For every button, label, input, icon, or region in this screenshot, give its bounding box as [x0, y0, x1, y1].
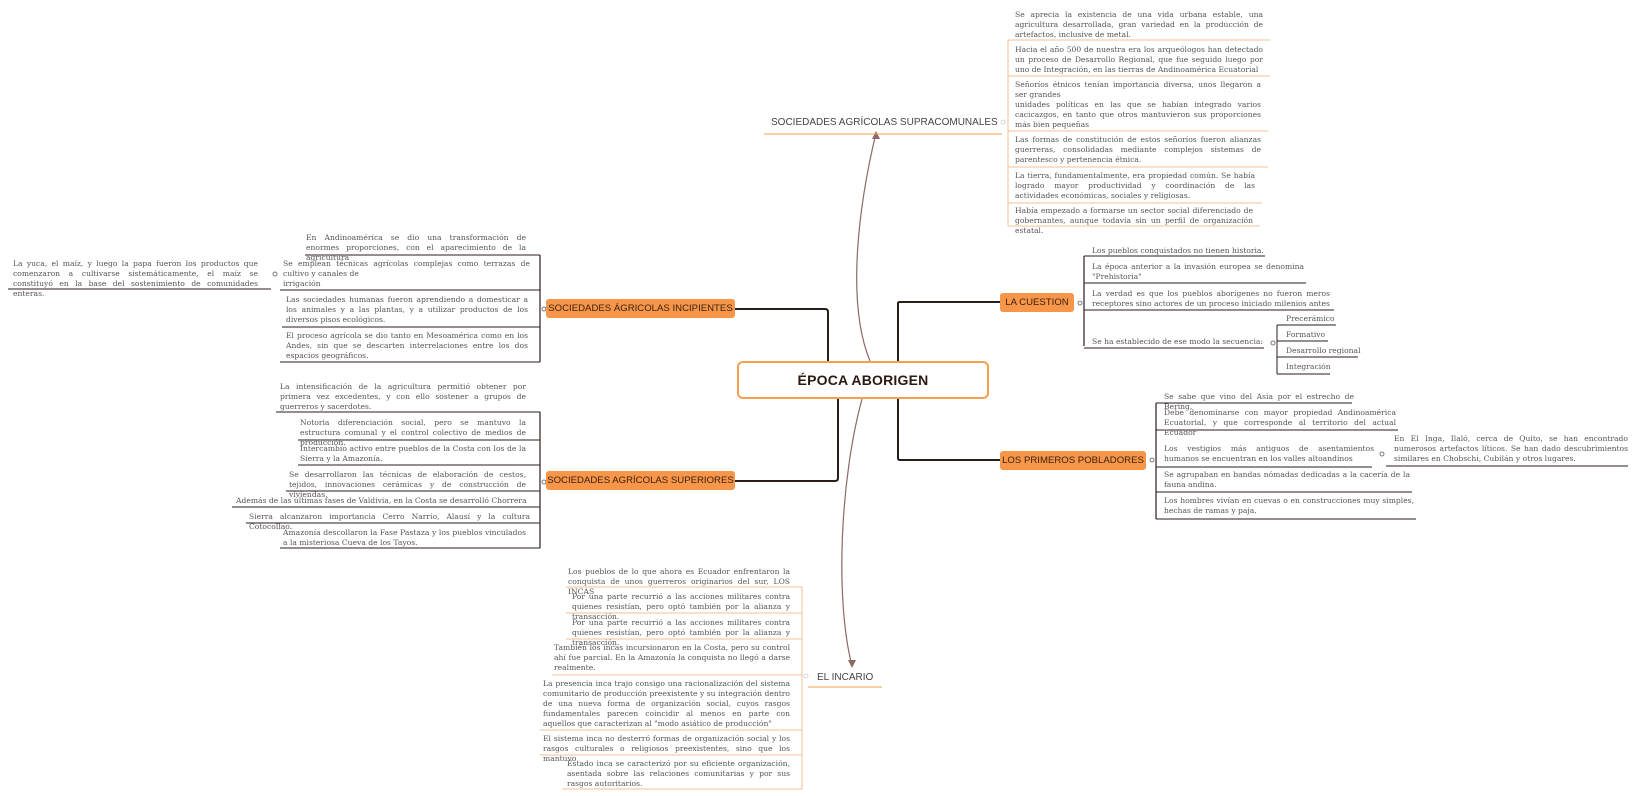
superiores-item-2[interactable]: Notoria diferenciación social, pero se m… [300, 418, 526, 447]
arrow-head-up [872, 131, 880, 139]
superiores-item-7[interactable]: Amazonía descollaron la Fase Pastaza y l… [283, 528, 526, 547]
cuestion-item-4[interactable]: Se ha establecido de ese modo la secuenc… [1092, 337, 1263, 346]
branch-incario[interactable]: EL INCARIO [817, 672, 874, 683]
incario-item-4[interactable]: También los incas incursionaron en la Co… [554, 643, 790, 672]
incario-item-5[interactable]: La presencia inca trajo consigo una raci… [543, 679, 790, 728]
cuestion-item-3[interactable]: La verdad es que los pueblos aborígenes … [1092, 289, 1330, 308]
connector-cuestion [897, 301, 1000, 361]
cuestion-item-2[interactable]: La época anterior a la invasión europea … [1092, 262, 1304, 281]
primeros-item-2[interactable]: Debe denominarse con mayor propiedad And… [1164, 408, 1396, 437]
incario-item-7[interactable]: Estado inca se caracterizó por su eficie… [567, 759, 790, 788]
incipientes-item-2[interactable]: Se emplean técnicas agrícolas complejas … [283, 259, 530, 288]
supracomunales-item-3[interactable]: Señoríos étnicos tenían importancia dive… [1015, 80, 1261, 129]
connector-supracomunales [856, 132, 877, 362]
supracomunales-item-6[interactable]: Había empezado a formarse un sector soci… [1015, 206, 1253, 235]
connector-incario [841, 398, 863, 667]
branch-cuestion[interactable]: LA CUESTION [1000, 293, 1074, 312]
superiores-item-3[interactable]: Intercambio activo entre pueblos de la C… [300, 444, 526, 463]
connector-superiores [735, 399, 839, 482]
cuestion-item-1[interactable]: Los pueblos conquistados no tienen histo… [1092, 246, 1264, 255]
superiores-item-6[interactable]: Sierra alcanzaron importancia Cerro Narr… [249, 512, 530, 531]
superiores-item-1[interactable]: La intensificación de la agricultura per… [280, 382, 526, 411]
supracomunales-item-4[interactable]: Las formas de constitución de estos seño… [1015, 135, 1261, 164]
central-topic[interactable]: ÉPOCA ABORIGEN [737, 361, 989, 399]
supracomunales-item-5[interactable]: La tierra, fundamentalmente, era propied… [1015, 171, 1255, 200]
branch-supracomunales[interactable]: SOCIEDADES AGRÍCOLAS SUPRACOMUNALES [771, 117, 998, 128]
sequence-desarrollo-regional[interactable]: Desarrollo regional [1286, 346, 1361, 355]
branch-superiores[interactable]: SOCIEDADES AGRÍCOLAS SUPERIORES [546, 471, 735, 490]
sequence-preceramico[interactable]: Precerámico [1286, 314, 1335, 323]
superiores-item-5[interactable]: Además de las últimas fases de Valdivia,… [236, 496, 527, 505]
incipientes-item-4[interactable]: El proceso agrícola se dio tanto en Meso… [286, 331, 528, 360]
primeros-detail[interactable]: En El Inga, Ilaló, cerca de Quito, se ha… [1394, 434, 1628, 463]
incario-item-3[interactable]: Por una parte recurrió a las acciones mi… [572, 618, 790, 647]
supracomunales-item-1[interactable]: Se aprecia la existencia de una vida urb… [1015, 10, 1263, 39]
primeros-item-1[interactable]: Se sabe que vino del Asia por el estrech… [1164, 392, 1354, 411]
incario-item-2[interactable]: Por una parte recurrió a las acciones mi… [572, 592, 790, 621]
incipientes-detail[interactable]: La yuca, el maíz, y luego la papa fueron… [13, 259, 258, 298]
arrow-head-down [848, 660, 856, 668]
primeros-item-3[interactable]: Los vestigios más antiguos de asentamien… [1164, 444, 1374, 463]
primeros-item-4[interactable]: Se agrupaban en bandas nómadas dedicadas… [1164, 470, 1410, 489]
superiores-item-4[interactable]: Se desarrollaron las técnicas de elabora… [289, 470, 526, 499]
incipientes-item-3[interactable]: Las sociedades humanas fueron aprendiend… [286, 295, 528, 324]
primeros-item-5[interactable]: Los hombres vivían en cuevas o en constr… [1164, 496, 1414, 515]
branch-incipientes[interactable]: SOCIEDADES ÁGRICOLAS INCIPIENTES [546, 299, 735, 318]
incario-item-1[interactable]: Los pueblos de lo que ahora es Ecuador e… [568, 567, 790, 596]
sequence-formativo[interactable]: Formativo [1286, 330, 1326, 339]
sequence-integracion[interactable]: Integración [1286, 362, 1331, 371]
connector-primeros [897, 399, 1000, 461]
incario-item-6[interactable]: El sistema inca no desterró formas de or… [543, 734, 790, 763]
branch-primeros-pobladores[interactable]: LOS PRIMEROS POBLADORES [1000, 451, 1146, 470]
connector-incipientes [735, 308, 829, 361]
incipientes-item-1[interactable]: En Andinoamérica se dio una transformaci… [306, 233, 526, 262]
supracomunales-item-2[interactable]: Hacia el año 500 de nuestra era los arqu… [1015, 45, 1263, 74]
